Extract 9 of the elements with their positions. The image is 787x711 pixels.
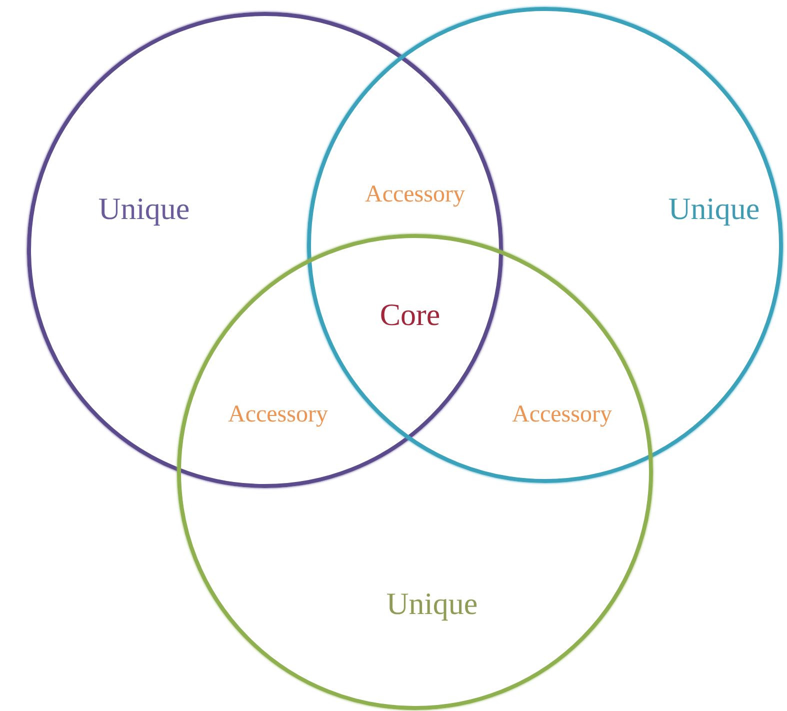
overlap-label: Accessory	[512, 402, 612, 428]
overlap-label: Accessory	[365, 182, 465, 208]
overlap-label: Core	[380, 297, 440, 333]
region-label: Unique	[386, 586, 478, 622]
region-label: Unique	[668, 191, 760, 227]
venn-circle	[177, 234, 653, 710]
venn-circle	[27, 12, 503, 488]
overlap-label: Accessory	[228, 402, 328, 428]
region-label: Unique	[98, 191, 190, 227]
